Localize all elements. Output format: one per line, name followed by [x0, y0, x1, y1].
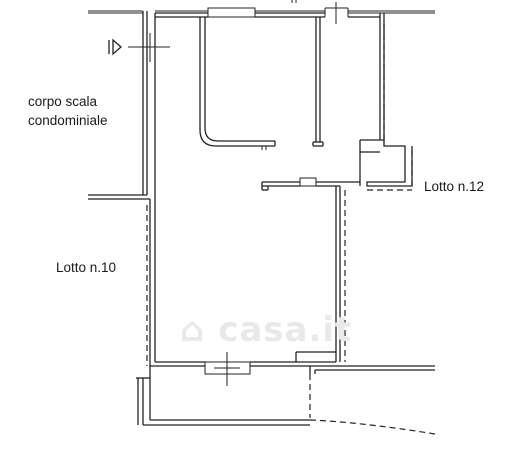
lot-boundaries	[146, 24, 436, 435]
top-right-vent	[291, 0, 297, 3]
watermark-text: casa.it	[218, 310, 353, 350]
top-boundary	[88, 10, 435, 14]
entrance-arrow-icon	[108, 33, 170, 62]
stair-label-line1: corpo scala	[28, 94, 98, 109]
watermark-house-icon: ⌂	[180, 310, 206, 350]
bottom-steps	[136, 365, 435, 426]
lot-12-label: Lotto n.12	[424, 179, 485, 194]
stair-wall-left	[88, 11, 150, 200]
apartment-walls	[149, 2, 413, 386]
lot-10-label: Lotto n.10	[56, 260, 117, 275]
stair-label-line2: condominiale	[28, 113, 108, 128]
watermark: ⌂ casa.it	[180, 310, 352, 350]
